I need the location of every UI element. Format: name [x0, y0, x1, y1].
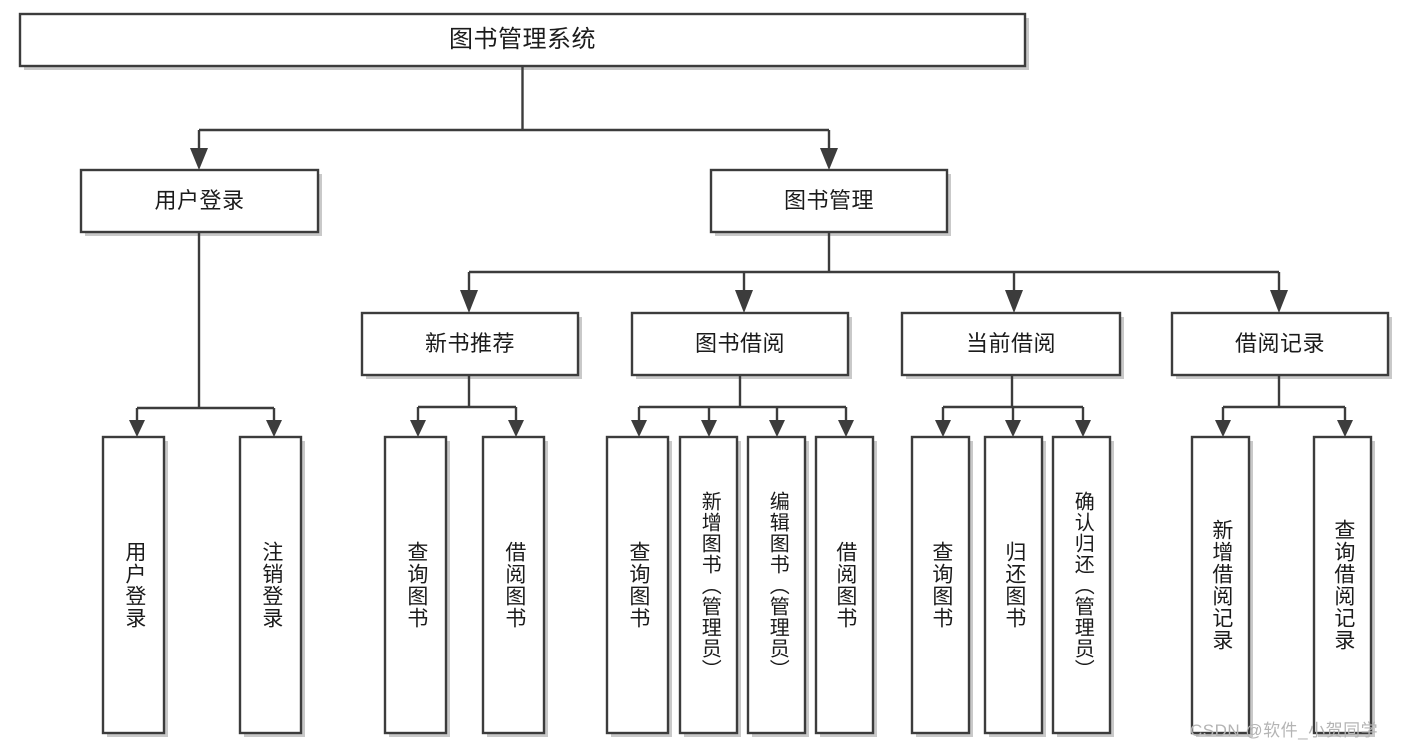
node-borrow-record[interactable] [1170, 311, 1390, 377]
connector-arrowheads [129, 148, 1353, 437]
leaf-box[interactable] [238, 435, 303, 735]
leaf-box[interactable] [605, 435, 670, 735]
leaf-box[interactable] [101, 435, 166, 735]
node-book-borrow[interactable] [630, 311, 850, 377]
leaf-box[interactable] [1051, 435, 1112, 735]
leaf-box[interactable] [746, 435, 807, 735]
leaf-box[interactable] [1190, 435, 1251, 735]
leaf-box[interactable] [1312, 435, 1373, 735]
node-boxes [18, 12, 1390, 735]
node-root[interactable] [18, 12, 1027, 68]
leaf-box[interactable] [481, 435, 546, 735]
node-book-management[interactable] [709, 168, 949, 234]
leaf-box[interactable] [814, 435, 875, 735]
node-current-borrow[interactable] [900, 311, 1122, 377]
leaf-box[interactable] [678, 435, 739, 735]
connector-lines [135, 66, 1347, 422]
leaf-box[interactable] [910, 435, 971, 735]
node-new-book-recommend[interactable] [360, 311, 580, 377]
leaf-box[interactable] [383, 435, 448, 735]
node-user-login[interactable] [79, 168, 320, 234]
leaf-box[interactable] [983, 435, 1044, 735]
